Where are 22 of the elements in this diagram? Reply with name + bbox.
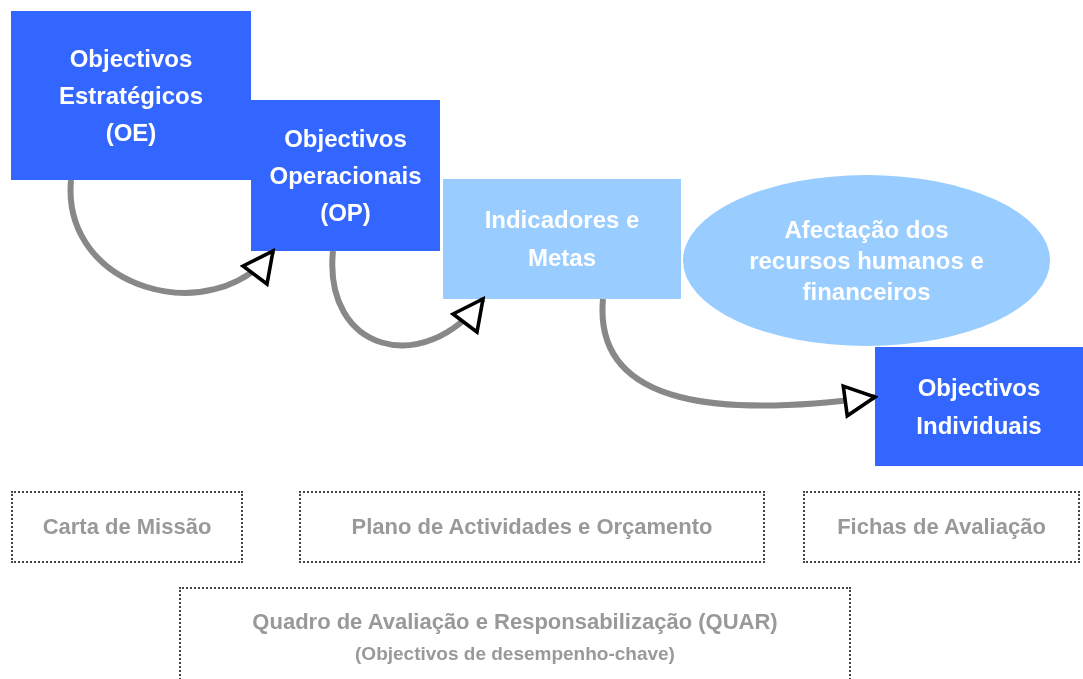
process-box	[251, 100, 440, 251]
box-label: Objectivos Operacionais (OP)	[268, 123, 423, 229]
curved-arrow	[600, 298, 877, 418]
box-label: Objectivos Individuais	[915, 373, 1043, 441]
process-box	[875, 347, 1083, 466]
curved-arrow	[68, 179, 276, 296]
document-box	[299, 491, 765, 563]
process-box	[443, 179, 681, 299]
document-box	[179, 587, 851, 679]
box-label: Fichas de Avaliação	[837, 513, 1046, 542]
document-box	[11, 491, 243, 563]
box-subtitle: (Objectivos de desempenho-chave)	[355, 642, 675, 667]
box-label: Objectivos Estratégicos (OE)	[57, 43, 205, 149]
resource-ellipse	[683, 175, 1050, 346]
box-label: Afectação dos recursos humanos e financeiros	[748, 214, 985, 308]
box-label: Quadro de Avaliação e Responsabilização (QUAR)	[252, 608, 778, 637]
process-box	[11, 11, 251, 180]
box-label: Indicadores e Metas	[483, 204, 641, 273]
document-box	[803, 491, 1080, 563]
curved-arrow	[329, 250, 486, 349]
box-label: Plano de Actividades e Orçamento	[351, 513, 713, 542]
box-label: Carta de Missão	[42, 513, 212, 542]
